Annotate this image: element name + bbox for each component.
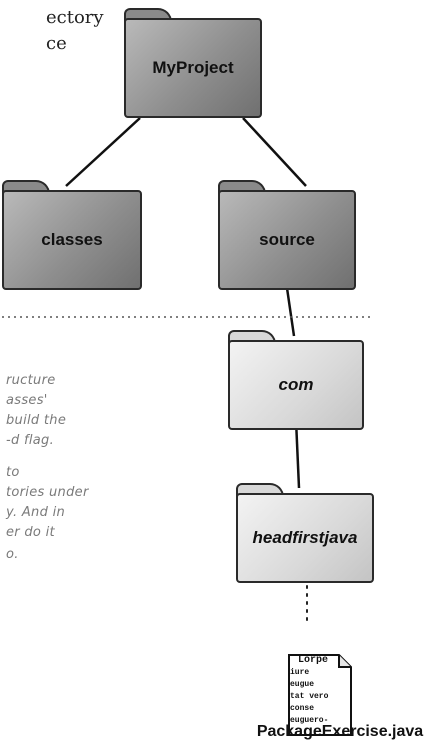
folder-myproject-label: MyProject xyxy=(152,58,234,77)
doc-line: conse xyxy=(290,704,315,713)
folder-com[interactable]: com xyxy=(228,330,364,430)
folder-icon: source xyxy=(218,190,356,290)
folder-headfirstjava-label: headfirstjava xyxy=(252,528,358,547)
handwriting-line-5: to xyxy=(6,465,20,480)
folder-icon: headfirstjava xyxy=(236,493,374,583)
handwriting-line-8: er do it xyxy=(6,525,55,540)
folder-icon: com xyxy=(228,340,364,430)
handwriting-line-7: y. And in xyxy=(6,505,66,520)
body-text-line-2: ce xyxy=(46,33,67,54)
body-text-line-1: ectory xyxy=(46,7,104,28)
doc-line: Lorpe xyxy=(298,655,329,666)
doc-line: euguero- xyxy=(290,716,329,725)
folder-icon: classes xyxy=(2,190,142,290)
handwriting-line-6: tories under xyxy=(6,485,89,500)
handwriting-line-1: ructure xyxy=(6,373,56,388)
folder-source[interactable]: source xyxy=(218,180,356,290)
handwriting-line-3: build the xyxy=(6,413,67,428)
folder-classes[interactable]: classes xyxy=(2,180,142,290)
connector-myproject-classes xyxy=(65,117,141,187)
doc-line: iure xyxy=(290,668,310,677)
java-file-icon[interactable] xyxy=(287,653,353,737)
connector-myproject-source xyxy=(242,117,307,187)
doc-line: eugue xyxy=(290,680,315,689)
connector-source-com xyxy=(285,287,296,337)
handwriting-line-2: asses' xyxy=(6,393,48,408)
connector-com-headfirstjava xyxy=(294,419,301,489)
folder-headfirstjava[interactable]: headfirstjava xyxy=(236,483,374,583)
folder-myproject[interactable]: MyProject xyxy=(124,8,262,118)
java-file-preview: Lorpe iure eugue tat vero conse euguero- xyxy=(290,655,348,727)
folder-source-label: source xyxy=(259,230,315,249)
handwriting-line-9: o. xyxy=(6,547,19,562)
java-file-label: PackageExercise.java xyxy=(256,723,424,740)
folder-classes-label: classes xyxy=(41,230,103,249)
folder-com-label: com xyxy=(278,375,314,394)
handwriting-line-4: -d flag. xyxy=(6,433,55,448)
doc-line: tat vero xyxy=(290,692,329,701)
folder-icon: MyProject xyxy=(124,18,262,118)
